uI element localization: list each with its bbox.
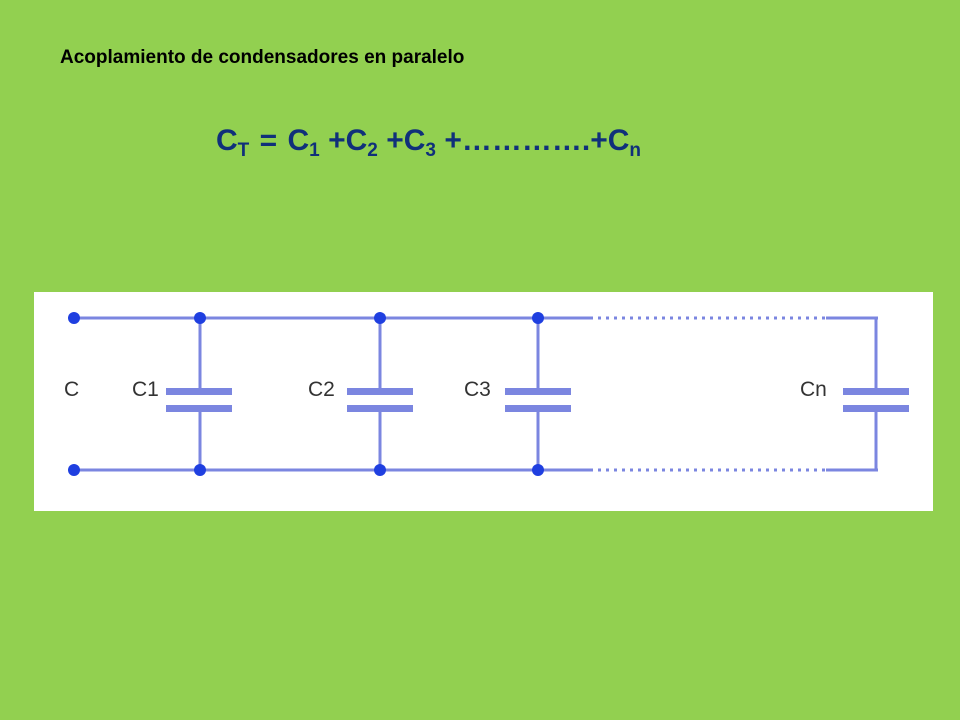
formula-total-sub: T: [237, 140, 250, 161]
slide-title: Acoplamiento de condensadores en paralel…: [60, 47, 465, 68]
cn-plate-bottom: [843, 405, 909, 412]
formula-term-2-sub: 2: [367, 140, 378, 161]
label-cn: Cn: [800, 378, 827, 401]
label-c3: C3: [464, 378, 491, 401]
terminal-node-top: [68, 312, 80, 324]
formula-term-1-sub: 1: [309, 140, 320, 161]
c3-node-bottom: [532, 464, 544, 476]
formula-total-symbol: C: [216, 124, 238, 157]
c1-node-top: [194, 312, 206, 324]
cn-plate-top: [843, 388, 909, 395]
c1-plate-bottom: [166, 405, 232, 412]
parallel-circuit-diagram: C C1 C2 C3 Cn: [34, 292, 933, 511]
c3-plate-bottom: [505, 405, 571, 412]
formula-term-2-prefix: +: [328, 124, 346, 157]
formula-last-symbol: C: [607, 124, 630, 157]
formula-term-2-symbol: C: [345, 124, 368, 157]
formula-last-sub: n: [629, 140, 641, 161]
terminal-node-bottom: [68, 464, 80, 476]
c2-plate-top: [347, 388, 413, 395]
capacitance-formula: CT = C1 +C2 +C3 +………….+Cn: [216, 124, 641, 161]
circuit-svg: C C1 C2 C3 Cn: [64, 312, 909, 476]
formula-term-3-symbol: C: [403, 124, 426, 157]
formula-equals: =: [259, 124, 278, 157]
formula-ellipsis: +………….+: [444, 124, 608, 157]
label-c2: C2: [308, 378, 335, 401]
label-c1: C1: [132, 378, 159, 401]
formula-term-3-prefix: +: [386, 124, 404, 157]
c2-node-bottom: [374, 464, 386, 476]
c1-node-bottom: [194, 464, 206, 476]
formula-term-1-symbol: C: [287, 124, 310, 157]
c3-plate-top: [505, 388, 571, 395]
c3-node-top: [532, 312, 544, 324]
c1-plate-top: [166, 388, 232, 395]
c2-plate-bottom: [347, 405, 413, 412]
formula-term-3-sub: 3: [425, 140, 436, 161]
label-total: C: [64, 378, 79, 401]
c2-node-top: [374, 312, 386, 324]
